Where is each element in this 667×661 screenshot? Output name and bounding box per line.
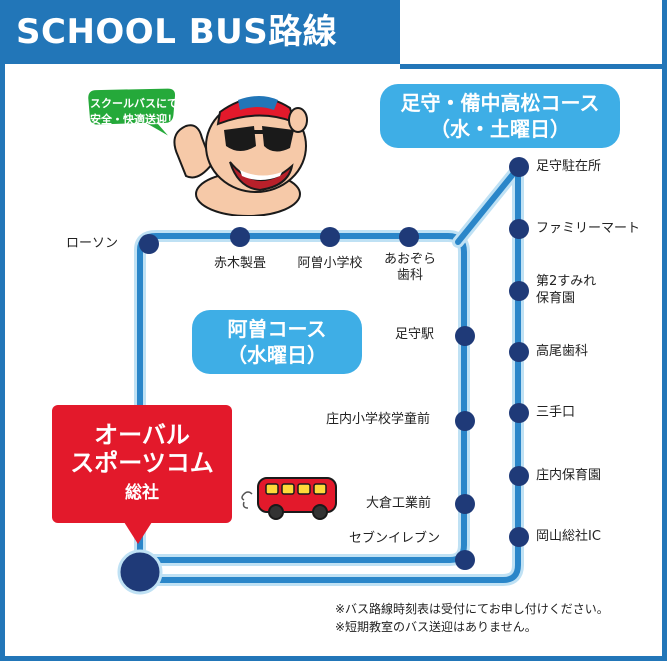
stop-dot-okayama-ic <box>509 527 529 547</box>
bus-icon <box>241 477 337 520</box>
ashimori-course-badge: 足守・備中高松コース （水・土曜日） <box>380 84 620 148</box>
stop-label-sumire-2: 保育園 <box>536 291 576 306</box>
stop-dot-sumire <box>509 281 529 301</box>
start-name-line2: スポーツコム <box>70 449 214 477</box>
note-timetable: ※バス路線時刻表は受付にてお申し付けください。 <box>335 602 609 616</box>
stop-label-sumire-1: 第2すみれ <box>536 274 597 289</box>
start-name-line3: 総社 <box>125 483 159 503</box>
stop-label-seven: セブンイレブン <box>349 531 441 546</box>
page-title: SCHOOL BUS路線 <box>16 12 338 52</box>
note-short-course: ※短期教室のバス送迎はありません。 <box>335 620 537 634</box>
stop-label-aso-school: 阿曽小学校 <box>297 256 363 271</box>
stop-dot-mitekuchi <box>509 403 529 423</box>
stop-dot-takao <box>509 342 529 362</box>
start-name-line1: オーバル <box>94 421 190 449</box>
stop-dot-aozora <box>399 227 419 247</box>
header-banner: SCHOOL BUS路線 <box>0 0 400 64</box>
speech-bubble-text: スクールバスにて 安全・快適送迎！ <box>84 96 184 128</box>
stop-dot-shounai-gakudo <box>455 411 475 431</box>
ashimori-route-line-core <box>137 165 521 583</box>
speech-line1: スクールバスにて <box>90 97 178 110</box>
stop-dot-aso-school <box>320 227 340 247</box>
speech-bubble <box>88 88 176 136</box>
stop-dot-ashimori-parking <box>509 157 529 177</box>
stop-dot-familymart <box>509 219 529 239</box>
stop-label-akagi: 赤木製畳 <box>213 256 266 271</box>
stop-dot-akagi <box>230 227 250 247</box>
start-point-dot <box>117 549 163 595</box>
stop-label-okura: 大倉工業前 <box>366 496 432 511</box>
callout-pointer <box>124 522 152 544</box>
stop-label-aozora-1: あおぞら <box>383 252 436 267</box>
stop-dot-seven <box>455 550 475 570</box>
stop-label-shounai-gakudo: 庄内小学校学童前 <box>326 412 431 427</box>
aso-course-name: 阿曽コース <box>227 317 327 341</box>
stop-label-lawson: ローソン <box>66 236 119 251</box>
ashimori-course-days: （水・土曜日） <box>430 117 570 141</box>
aso-course-days: （水曜日） <box>227 343 327 367</box>
stop-dot-okura <box>455 494 475 514</box>
stop-label-aozora-2: 歯科 <box>396 268 423 283</box>
footer-notes: ※バス路線時刻表は受付にてお申し付けください。 ※短期教室のバス送迎はありません… <box>335 600 609 636</box>
ashimori-course-name: 足守・備中高松コース <box>400 91 600 115</box>
stop-label-ashimori-parking: 足守駐在所 <box>536 159 602 174</box>
stop-dot-lawson <box>139 234 159 254</box>
stop-dot-shounai-hoiku <box>509 466 529 486</box>
header-rule <box>400 64 667 69</box>
stop-label-shounai-hoiku: 庄内保育園 <box>536 468 602 483</box>
stop-dot-ashimori-station <box>455 326 475 346</box>
stop-label-mitekuchi: 三手口 <box>536 405 576 420</box>
stop-label-familymart: ファミリーマート <box>536 221 641 236</box>
speech-line2: 安全・快適送迎！ <box>90 113 178 126</box>
stop-label-okayama-ic: 岡山総社IC <box>536 529 601 544</box>
aso-course-badge: 阿曽コース （水曜日） <box>192 310 362 374</box>
hippo-mascot-icon <box>173 96 308 216</box>
stop-label-ashimori-station: 足守駅 <box>395 327 435 342</box>
start-point-callout: オーバル スポーツコム 総社 <box>52 405 232 523</box>
stop-label-takao: 高尾歯科 <box>536 344 589 359</box>
